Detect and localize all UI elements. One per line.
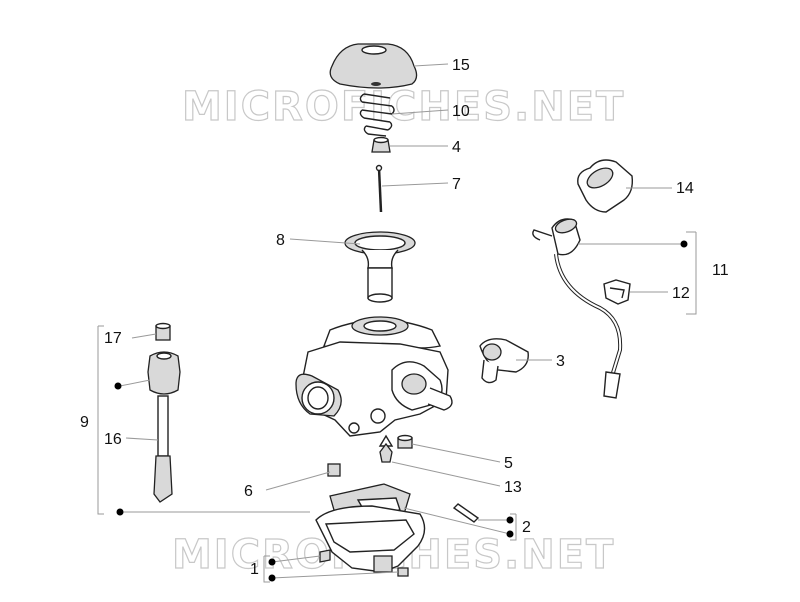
carburetor-body [295,316,453,447]
label-17: 17 [104,330,122,347]
part-1-screws [319,549,409,577]
label-15: 15 [452,57,470,74]
label-2: 2 [522,519,531,536]
float-bowl [315,505,426,573]
label-3: 3 [556,353,565,370]
part-9-bellows [147,351,181,395]
part-13-jet [379,442,393,463]
part-15-cover [329,43,418,89]
watermark-top: MICROFICHES.NET [182,84,625,130]
brackets [97,231,697,583]
label-1: 1 [250,561,259,578]
label-9: 9 [80,414,89,431]
label-13: 13 [504,479,522,496]
part-6-jet [327,463,341,477]
part-10-spring [359,93,395,137]
label-10: 10 [452,103,470,120]
label-7: 7 [452,176,461,193]
label-5: 5 [504,455,513,472]
part-14-boot [577,159,634,213]
reference-dots [114,240,688,582]
part-11-cable-assembly [532,218,623,399]
part-16-plunger [153,395,173,503]
part-4-retainer [371,136,391,153]
leader-lines [119,63,684,579]
label-6: 6 [244,483,253,500]
label-4: 4 [452,139,461,156]
label-14: 14 [676,180,694,197]
part-8-diaphragm-slide [344,231,416,303]
label-11: 11 [712,262,729,279]
part-5-jet [397,434,413,449]
part-12-clip [603,279,631,305]
part-17-cap [155,322,171,341]
label-8: 8 [276,232,285,249]
part-7-needle [375,164,383,213]
callout-labels: 15 10 4 7 8 3 14 11 12 5 13 6 17 9 16 2 … [80,57,729,578]
label-16: 16 [104,431,122,448]
part-3-starter [479,338,529,384]
label-12: 12 [672,285,690,302]
